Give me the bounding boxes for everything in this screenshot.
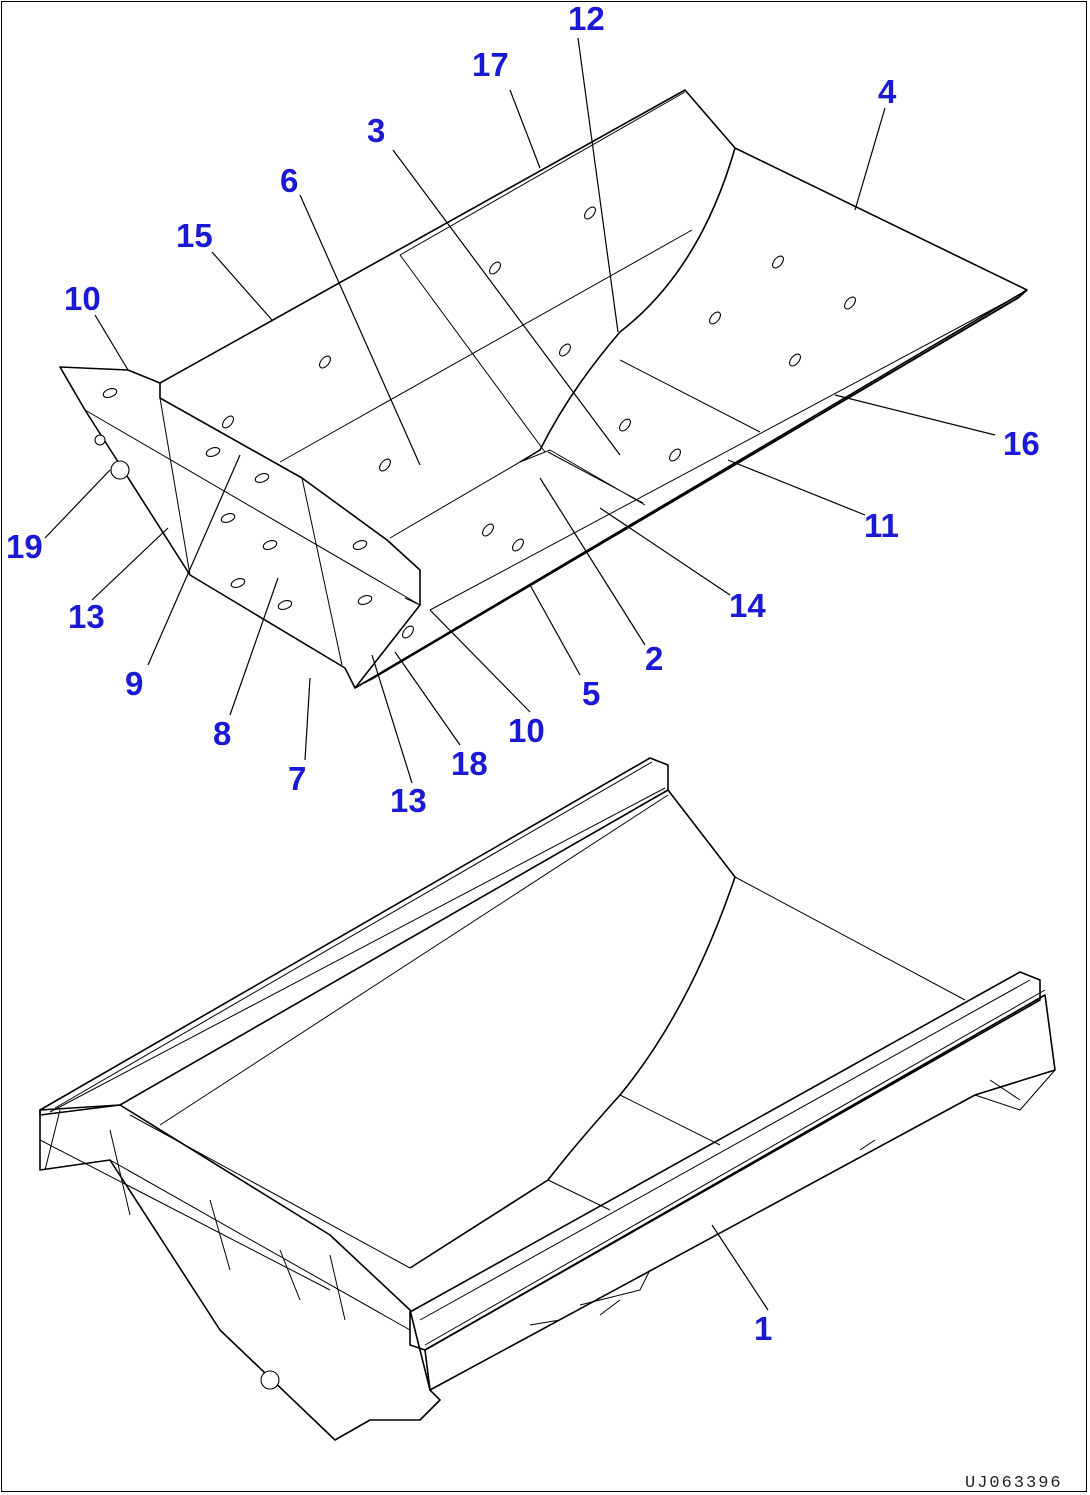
callout-1: 1 [754,1310,772,1347]
callout-10b: 10 [508,712,545,749]
callout-15: 15 [176,217,213,254]
dump-body-tail-end [39,1104,441,1441]
callout-12: 12 [568,0,605,37]
callout-13b: 13 [390,782,427,819]
callout-17: 17 [472,46,509,83]
callout-8: 8 [213,715,231,752]
liner-front-face-lines [59,366,421,666]
callout-7: 7 [288,760,306,797]
callout-9: 9 [125,665,143,702]
dump-body-left-rail [39,757,669,1116]
callout-3: 3 [367,112,385,149]
callout-6: 6 [280,162,298,199]
callout-14: 14 [729,587,766,624]
drawing-code: UJ063396 [965,1474,1063,1493]
dump-body-underside-brackets [529,1069,1056,1326]
callout-19: 19 [6,528,43,565]
callout-16: 16 [1003,425,1040,462]
liner-side-strip [354,289,1028,689]
callout-5: 5 [582,675,600,712]
dump-body-pin-hole [260,1370,280,1390]
dump-body-right-side [424,994,1056,1391]
leader-lines [44,37,996,1311]
liner-curved-plate [519,147,736,463]
dump-body-right-rail [409,971,1041,1351]
callout-10a: 10 [64,280,101,317]
dump-body-floor-lines [129,794,966,1269]
dump-body [39,757,1056,1441]
liner-floor-lines [279,229,761,539]
dump-body-right-rail-lines [419,979,1046,1346]
dump-body-curved-front [409,789,736,1269]
liner-side-strip-inner [364,295,1021,684]
liner-seam-lines [399,91,1011,611]
callout-2: 2 [645,640,663,677]
dump-body-tail-lines [39,1109,411,1331]
callout-4: 4 [878,73,897,110]
callout-18: 18 [451,745,488,782]
liner-front-wedge [59,366,421,689]
callout-11: 11 [864,507,899,544]
callout-labels: 12 17 4 3 6 15 10 16 11 19 14 13 2 9 5 8… [6,0,1040,1347]
liner-side-plate-top-edge [159,89,1028,384]
liner-assembly [59,89,1028,689]
dump-body-left-rail-lines [49,761,666,1113]
callout-13a: 13 [68,598,105,635]
liner-bolt-holes [94,206,856,639]
